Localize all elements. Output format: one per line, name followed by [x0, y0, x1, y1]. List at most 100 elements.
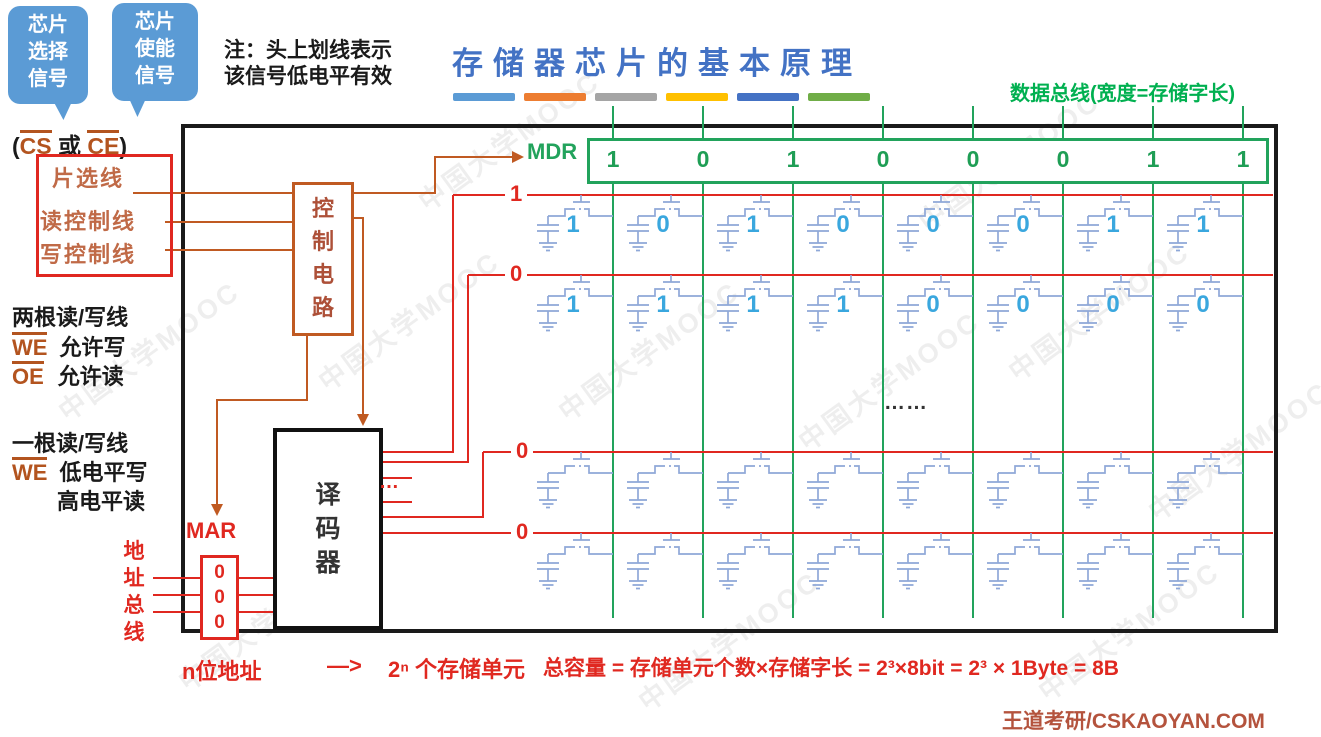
data-bus-ticks — [612, 106, 1244, 138]
accent-dash — [453, 93, 515, 101]
paren: ( — [12, 133, 20, 159]
address-bus-char: 总 — [123, 594, 145, 617]
decoder-box-char: 译 — [315, 481, 341, 509]
data-bus-label: 数据总线(宽度=存储字长) — [1010, 83, 1235, 105]
address-bus-label: 地 址 总 线 — [122, 538, 146, 646]
accent-dash — [666, 93, 728, 101]
chip-frame — [181, 124, 1278, 633]
mdr-bit: 1 — [1236, 146, 1250, 172]
read-control-line-label: 读控制线 — [40, 209, 137, 234]
we-overline-label: WE — [12, 332, 48, 359]
mdr-bit: 1 — [606, 146, 620, 172]
control-box-char: 制 — [311, 229, 334, 254]
cell-bit: 1 — [566, 211, 580, 238]
control-to-mar-line — [216, 330, 308, 504]
formula-cell-count: 2ⁿ 个存储单元 — [388, 657, 526, 682]
mar-label: MAR — [186, 518, 237, 543]
paren: ) — [119, 133, 128, 159]
cell-bit: 1 — [746, 291, 760, 318]
formula-n-address: n位地址 — [182, 659, 262, 684]
address-bus-char: 线 — [123, 621, 145, 644]
accent-dash — [737, 93, 799, 101]
decoder-ellipsis: … — [379, 471, 399, 493]
mdr-bit: 1 — [1146, 146, 1160, 172]
cell-bit: 1 — [746, 211, 760, 238]
control-box-char: 控 — [311, 196, 334, 221]
bubble-line: 信号 — [135, 65, 175, 87]
mar-bit: 0 — [214, 587, 225, 608]
cell-bit: 0 — [656, 211, 670, 238]
bubble-line: 使能 — [135, 38, 175, 60]
oe-overline-label: OE — [12, 361, 44, 388]
chip-select-line-label: 片选线 — [52, 166, 125, 191]
word-line-label: 0 — [511, 439, 534, 463]
mdr-bit: 0 — [696, 146, 710, 172]
bubble-chip-select: 芯片 选择 信号 — [8, 6, 88, 104]
cell-bit: 1 — [1106, 211, 1120, 238]
accent-dash — [595, 93, 657, 101]
mar-bit: 0 — [214, 562, 225, 583]
write-control-line-label: 写控制线 — [40, 242, 137, 267]
cell-bit: 0 — [1196, 291, 1210, 318]
bubble-line: 芯片 — [28, 14, 68, 36]
cell-bit: 0 — [836, 211, 850, 238]
mdr-bit: 0 — [876, 146, 890, 172]
accent-dash — [808, 93, 870, 101]
control-box-char: 电 — [311, 262, 334, 287]
mdr-bit: 0 — [1056, 146, 1070, 172]
one-rw-line-title: 一根读/写线 — [12, 431, 129, 456]
mar-bit: 0 — [214, 612, 225, 633]
cell-bit: 1 — [1196, 211, 1210, 238]
page-title: 存储器芯片的基本原理 — [452, 46, 862, 81]
we-desc: 允许写 — [59, 335, 126, 360]
cell-bit: 0 — [926, 291, 940, 318]
cell-bit: 0 — [1016, 211, 1030, 238]
bit-lines — [612, 178, 1244, 618]
cell-bit: 1 — [566, 291, 580, 318]
note-line2: 该信号低电平有效 — [224, 65, 392, 88]
mdr-label: MDR — [527, 139, 578, 164]
control-to-mdr-line — [348, 156, 512, 194]
decoder-box-char: 码 — [315, 515, 341, 543]
word-line-label: 1 — [505, 182, 528, 206]
mdr-bit: 1 — [786, 146, 800, 172]
formula-arrow: —> — [327, 653, 362, 678]
cell-bit: 0 — [926, 211, 940, 238]
cell-bit: 0 — [1106, 291, 1120, 318]
mdr-bit: 0 — [966, 146, 980, 172]
mar-register-box: 0 0 0 — [200, 555, 239, 640]
array-ellipsis: …… — [884, 391, 928, 414]
bubble-line: 芯片 — [135, 11, 175, 33]
control-box-char: 路 — [311, 295, 334, 320]
address-bus-char: 地 — [123, 540, 145, 563]
two-rw-lines-title: 两根读/写线 — [12, 305, 129, 330]
highlight-box — [36, 154, 173, 277]
or-label: 或 — [51, 133, 88, 159]
we-overline-label: WE — [12, 457, 48, 484]
arrow-to-mar — [211, 504, 223, 516]
cell-bit: 1 — [836, 291, 850, 318]
brand-logo: 王道考研/CSKAOYAN.COM — [1002, 710, 1265, 733]
note-line1: 注：头上划线表示 — [224, 39, 392, 62]
control-input-lines — [133, 192, 292, 251]
we1-desc2: 高电平读 — [57, 489, 146, 514]
oe-desc: 允许读 — [57, 364, 124, 389]
bubble-chip-enable: 芯片 使能 信号 — [112, 3, 198, 101]
address-bus-char: 址 — [123, 567, 145, 590]
we1-desc: 低电平写 — [59, 460, 148, 485]
arrow-to-decoder — [357, 414, 369, 426]
control-circuit-box: 控 制 电 路 — [292, 182, 354, 336]
decoder-routing — [375, 195, 484, 518]
word-line-label: 0 — [511, 520, 534, 544]
decoder-box-char: 器 — [315, 549, 341, 577]
formula-capacity: 总容量 = 存储单元个数×存储字长 = 2³×8bit = 2³ × 1Byte… — [543, 657, 1119, 680]
cell-bit: 0 — [1016, 291, 1030, 318]
bubble-line: 选择 — [28, 41, 68, 63]
cell-bit: 1 — [656, 291, 670, 318]
mdr-register-box — [587, 138, 1269, 184]
word-line-label: 0 — [505, 262, 528, 286]
decoder-box: 译 码 器 — [273, 428, 383, 630]
accent-dash — [524, 93, 586, 101]
